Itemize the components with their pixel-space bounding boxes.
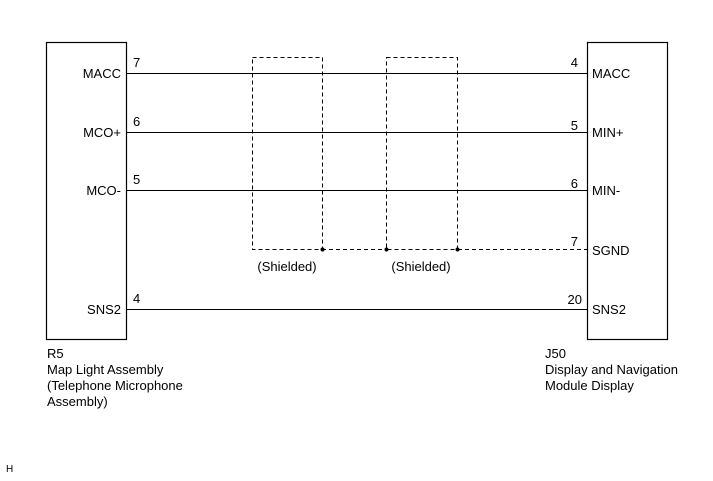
left-pin-number: 5 [133,172,140,187]
left-pin-number: 6 [133,114,140,129]
left-connector-caption: R5 Map Light Assembly (Telephone Microph… [47,346,183,410]
left-connector-code: R5 [47,346,64,361]
left-connector-name-line: Assembly) [47,394,108,409]
right-terminal-label: MACC [592,66,630,81]
shield-box-1 [252,57,323,250]
right-terminal-label: SNS2 [592,302,626,317]
right-pin-number: 20 [568,292,582,307]
right-connector-box [586,41,669,341]
shield-box-2 [386,57,458,250]
right-terminal-label: MIN+ [592,125,623,140]
right-connector-name-line: Module Display [545,378,634,393]
left-pin-number: 7 [133,55,140,70]
right-terminal-label: SGND [592,243,630,258]
left-pin-number: 4 [133,291,140,306]
shield-label: (Shielded) [391,259,450,274]
left-terminal-label: MCO- [86,183,121,198]
right-pin-number: 6 [571,176,578,191]
left-terminal-label: MACC [83,66,121,81]
left-terminal-label: MCO+ [83,125,121,140]
shield-junction-dot [455,247,460,252]
shield-junction-dot [384,247,389,252]
right-pin-number: 5 [571,118,578,133]
right-connector-caption: J50 Display and Navigation Module Displa… [545,346,678,394]
right-connector-code: J50 [545,346,566,361]
left-terminal-label: SNS2 [87,302,121,317]
left-connector-box [45,41,128,341]
right-terminal-label: MIN- [592,183,620,198]
left-connector-name-line: (Telephone Microphone [47,378,183,393]
right-pin-number: 4 [571,55,578,70]
shield-junction-dot [320,247,325,252]
right-pin-number: 7 [571,234,578,249]
right-connector-name-line: Display and Navigation [545,362,678,377]
shield-label: (Shielded) [257,259,316,274]
left-connector-name-line: Map Light Assembly [47,362,164,377]
corner-mark: H [6,464,14,475]
